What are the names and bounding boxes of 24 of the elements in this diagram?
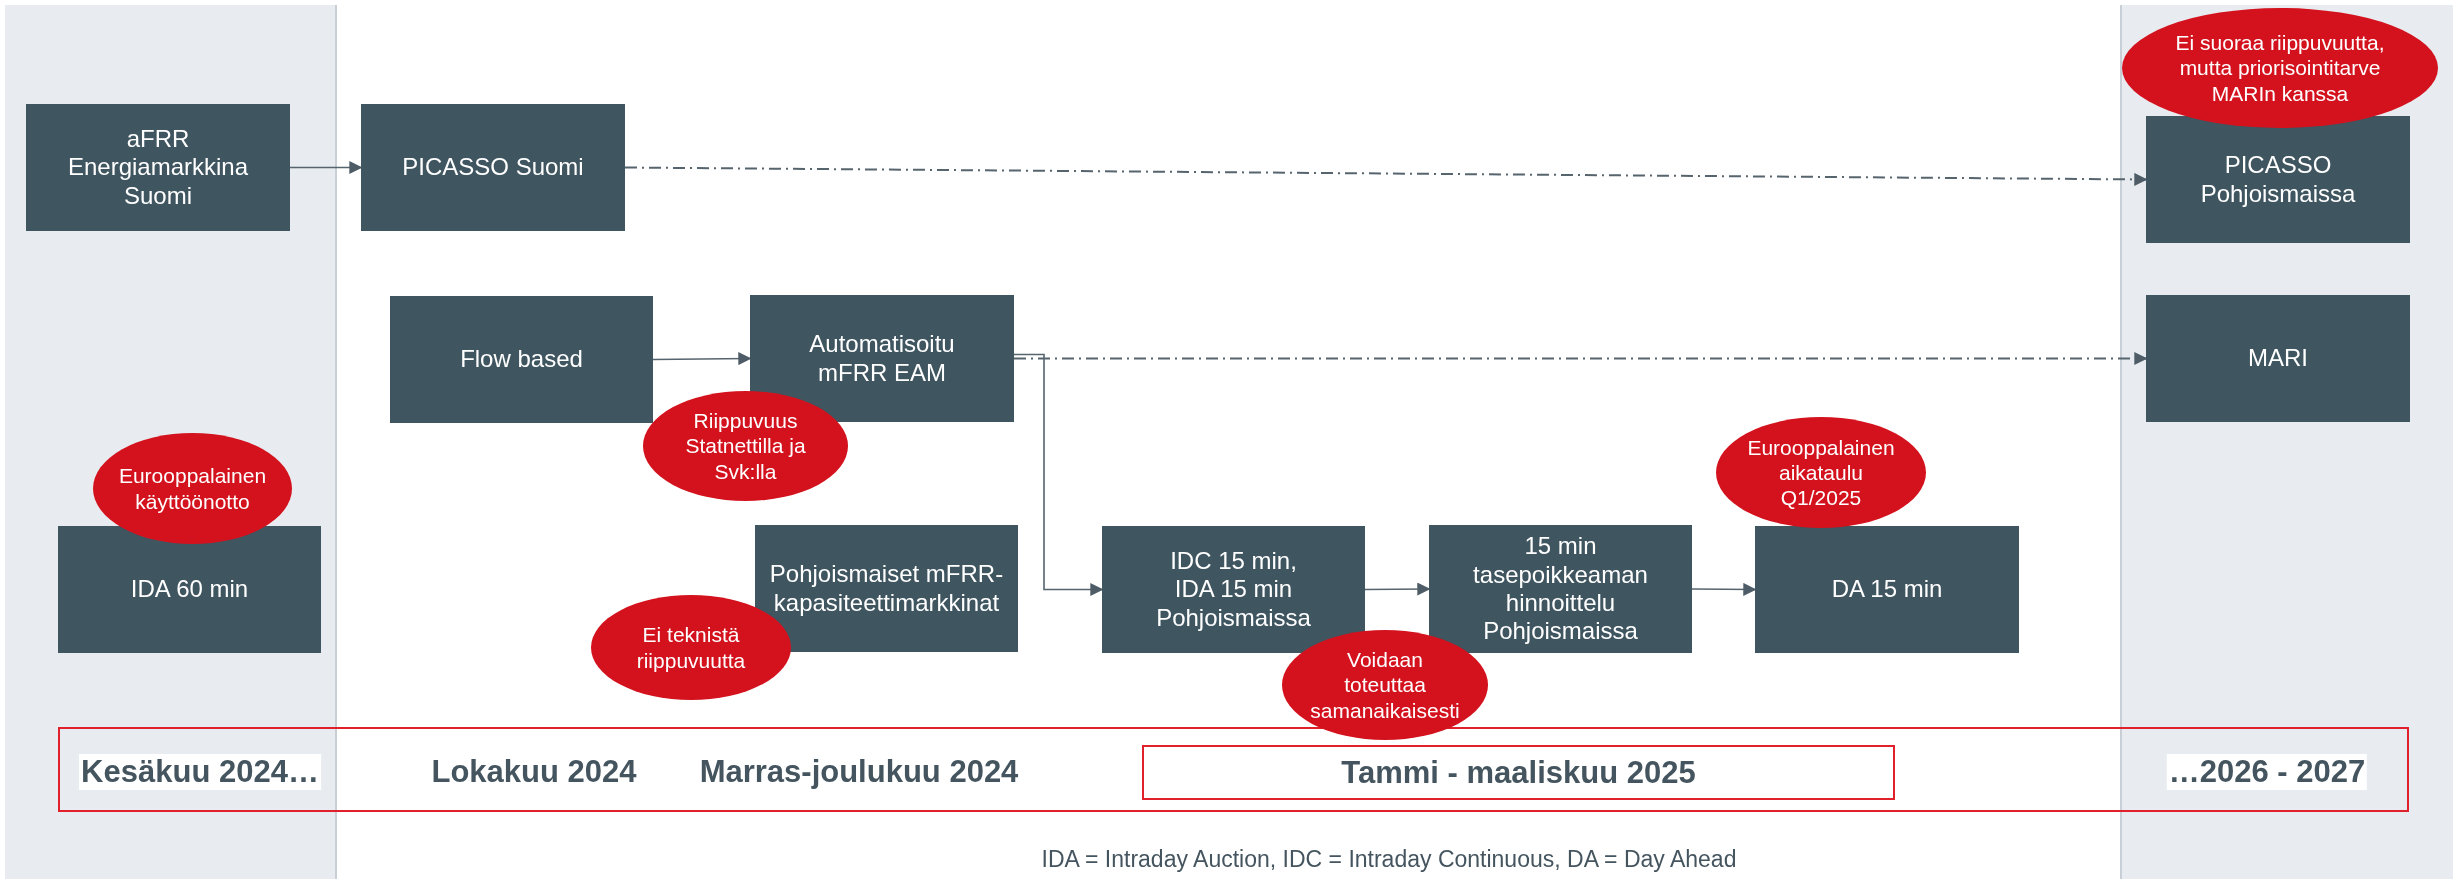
footnote: IDA = Intraday Auction, IDC = Intraday Continuous, DA = Day Ahead <box>1041 845 1737 873</box>
arrow <box>1691 582 1757 596</box>
process-box: PICASSO Pohjoismaissa <box>2146 116 2410 243</box>
arrow <box>289 161 363 174</box>
arrow <box>652 352 752 366</box>
process-box: PICASSO Suomi <box>361 104 625 231</box>
process-box: IDA 60 min <box>58 526 321 653</box>
period-frame: Tammi - maaliskuu 2025 <box>1142 745 1895 800</box>
arrow <box>1364 582 1431 596</box>
note-ellipse: Eurooppalainen aikataulu Q1/2025 <box>1716 417 1926 528</box>
process-box: 15 min tasepoikkeaman hinnoittelu Pohjoismaissa <box>1429 525 1692 653</box>
process-box: DA 15 min <box>1755 526 2019 653</box>
process-box: Flow based <box>390 296 653 423</box>
arrow <box>624 166 2148 186</box>
arrow <box>1013 353 1104 596</box>
timeline-frame <box>58 727 2409 812</box>
period-label: …2026 - 2027 <box>2166 754 2368 790</box>
period-label: Kesäkuu 2024… <box>79 754 321 790</box>
process-box: MARI <box>2146 295 2410 422</box>
arrow <box>1013 352 2148 365</box>
process-box: Pohjoismaiset mFRR-kapasiteettimarkkinat <box>755 525 1018 652</box>
process-box: IDC 15 min, IDA 15 min Pohjoismaissa <box>1102 526 1365 653</box>
note-ellipse: Riippuvuus Statnettilla ja Svk:lla <box>643 391 848 501</box>
process-box: aFRR Energiamarkkina Suomi <box>26 104 290 231</box>
